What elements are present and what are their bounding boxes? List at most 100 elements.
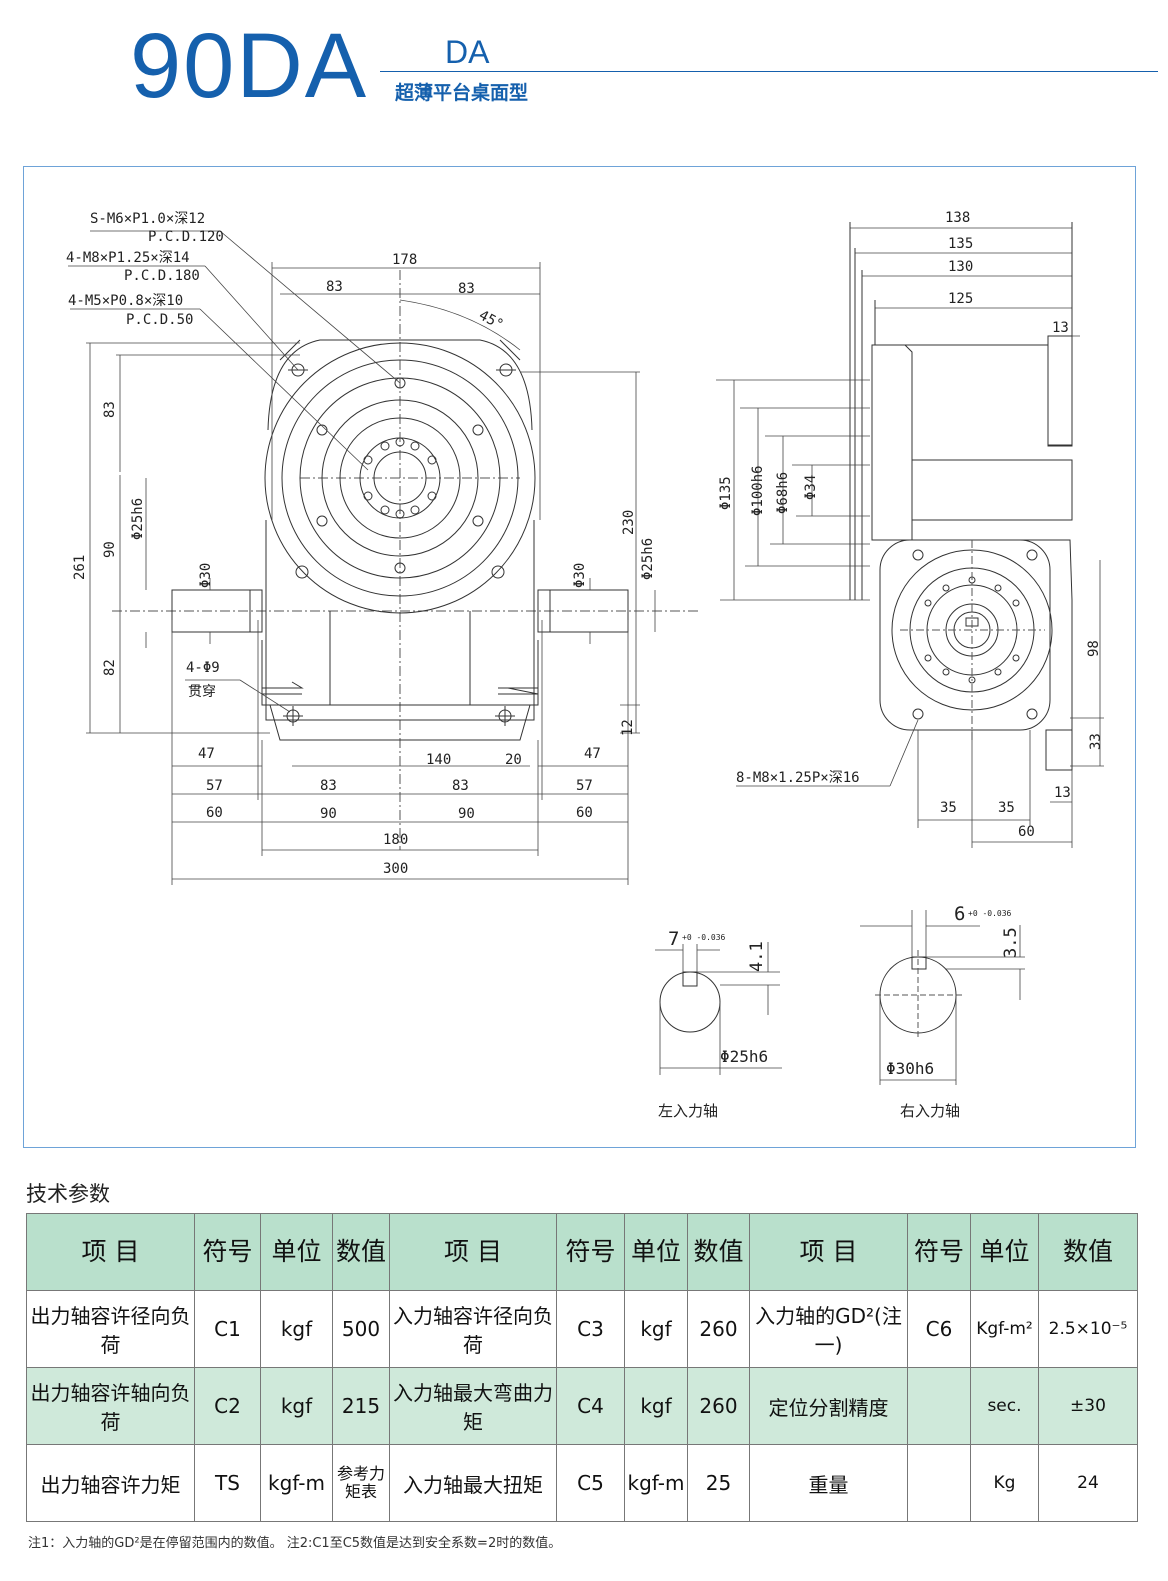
spec-unit: kgf-m (260, 1444, 333, 1522)
right-shaft-label: 右入力轴 (900, 1102, 960, 1120)
dim-90-right: 90 (458, 806, 475, 822)
callout-through: 贯穿 (188, 684, 216, 700)
dim-h83: 83 (102, 401, 118, 418)
spec-value: 260 (687, 1290, 750, 1368)
callout-m5: 4-M5×P0.8×深10 (68, 293, 183, 309)
dim-47-left: 47 (198, 746, 215, 762)
dim-47-right: 47 (584, 746, 601, 762)
spec-unit: Kgf-m² (970, 1290, 1039, 1368)
dim-130: 130 (948, 259, 973, 275)
spec-symbol: C1 (194, 1290, 261, 1368)
dim-138: 138 (945, 210, 970, 226)
series-label: DA (445, 34, 490, 70)
spec-symbol: C4 (556, 1367, 625, 1445)
dim-57-left: 57 (206, 778, 223, 794)
spec-title: 技术参数 (26, 1182, 110, 1206)
table-row: 出力轴容许径向负荷 C1 kgf 500 入力轴容许径向负荷 C3 kgf 26… (26, 1290, 1138, 1368)
front-view: S-M6×P1.0×深12 P.C.D.120 4-M8×P1.25×深14 P… (66, 211, 700, 885)
header-value: 数值 (687, 1213, 750, 1291)
spec-value: 2.5×10⁻⁵ (1038, 1290, 1138, 1368)
spec-item: 入力轴最大扭矩 (389, 1444, 557, 1522)
header-item: 项 目 (389, 1213, 557, 1291)
left-key-depth: 4.1 (747, 941, 767, 972)
header-value: 数值 (332, 1213, 390, 1291)
right-key-tol: +0 -0.036 (968, 909, 1012, 918)
callout-m8: 4-M8×P1.25×深14 (66, 250, 190, 266)
dim-180: 180 (383, 832, 408, 848)
spec-item: 入力轴容许径向负荷 (389, 1290, 557, 1368)
header-symbol: 符号 (556, 1213, 625, 1291)
dim-d25h6-right: Φ25h6 (640, 538, 656, 580)
dim-135: 135 (948, 236, 973, 252)
dim-300: 300 (383, 861, 408, 877)
left-key-tol: +0 -0.036 (682, 933, 726, 942)
dim-h82: 82 (102, 659, 118, 676)
spec-value: 25 (687, 1444, 750, 1522)
header-value: 数值 (1038, 1213, 1138, 1291)
header-item: 项 目 (26, 1213, 195, 1291)
spec-symbol: C5 (556, 1444, 625, 1522)
spec-symbol: C3 (556, 1290, 625, 1368)
spec-item: 入力轴最大弯曲力矩 (389, 1367, 557, 1445)
dim-140: 140 (426, 752, 451, 768)
spec-symbol: C6 (907, 1290, 971, 1368)
header-item: 项 目 (749, 1213, 908, 1291)
dim-178: 178 (392, 252, 417, 268)
model-subtitle: 超薄平台桌面型 (395, 82, 529, 104)
dim-60-right: 60 (576, 805, 593, 821)
table-row: 出力轴容许力矩 TS kgf-m 参考力矩表 入力轴最大扭矩 C5 kgf-m … (26, 1444, 1138, 1522)
spec-symbol: TS (194, 1444, 261, 1522)
callout-s-m6: S-M6×P1.0×深12 (90, 211, 205, 227)
left-shaft-detail: 7 +0 -0.036 4.1 Φ25h6 左入力轴 (655, 928, 782, 1120)
left-key-width: 7 (668, 928, 679, 950)
header-symbol: 符号 (194, 1213, 261, 1291)
dim-d30-left: Φ30 (198, 563, 214, 588)
dim-d30-right: Φ30 (572, 563, 588, 588)
right-shaft-dia: Φ30h6 (886, 1059, 934, 1078)
callout-pcd180: P.C.D.180 (124, 268, 200, 284)
dim-230: 230 (621, 510, 637, 535)
header-unit: 单位 (624, 1213, 688, 1291)
side-view: 138 135 130 125 13 Φ135 Φ100h6 Φ68h6 Φ34… (716, 210, 1104, 848)
dim-13-bottom: 13 (1054, 785, 1071, 801)
dim-83-left: 83 (326, 279, 343, 295)
spec-unit: kgf (260, 1367, 333, 1445)
dim-13-top: 13 (1052, 320, 1069, 336)
footnote: 注1：入力轴的GD²是在停留范围内的数值。 注2:C1至C5数值是达到安全系数=… (28, 1536, 562, 1551)
spec-symbol (907, 1367, 971, 1445)
dim-35-right: 35 (998, 800, 1015, 816)
dim-angle: 45° (476, 307, 506, 333)
right-key-depth: 3.5 (1001, 927, 1021, 958)
right-shaft-detail: 6 +0 -0.036 3.5 Φ30h6 右入力轴 (860, 903, 1025, 1120)
technical-drawing: S-M6×P1.0×深12 P.C.D.120 4-M8×P1.25×深14 P… (66, 210, 1104, 1120)
spec-item: 入力轴的GD²(注一) (749, 1290, 908, 1368)
spec-header-row: 项 目 符号 单位 数值 项 目 符号 单位 数值 项 目 符号 单位 数值 (26, 1213, 1138, 1291)
callout-holes: 4-Φ9 (186, 660, 220, 676)
spec-table: 项 目 符号 单位 数值 项 目 符号 单位 数值 项 目 符号 单位 数值 出… (26, 1213, 1138, 1522)
dim-d25h6-left: Φ25h6 (130, 498, 146, 540)
dim-83-right: 83 (458, 281, 475, 297)
spec-unit: kgf-m (624, 1444, 688, 1522)
spec-unit: sec. (970, 1367, 1039, 1445)
spec-value: ±30 (1038, 1367, 1138, 1445)
header-rule (380, 71, 1158, 72)
callout-pcd120: P.C.D.120 (148, 229, 224, 245)
dim-60-left: 60 (206, 805, 223, 821)
header-unit: 单位 (970, 1213, 1039, 1291)
dim-35-left: 35 (940, 800, 957, 816)
header-symbol: 符号 (907, 1213, 971, 1291)
spec-value: 260 (687, 1367, 750, 1445)
spec-item: 出力轴容许轴向负荷 (26, 1367, 195, 1445)
dim-h90: 90 (102, 541, 118, 558)
spec-unit: Kg (970, 1444, 1039, 1522)
spec-value: 24 (1038, 1444, 1138, 1522)
dim-98: 98 (1086, 640, 1102, 657)
spec-item: 重量 (749, 1444, 908, 1522)
dim-d100h6: Φ100h6 (750, 465, 766, 516)
left-shaft-label: 左入力轴 (658, 1102, 718, 1120)
spec-unit: kgf (624, 1367, 688, 1445)
callout-pcd50: P.C.D.50 (126, 312, 193, 328)
spec-value: 参考力矩表 (332, 1444, 390, 1522)
spec-unit: kgf (624, 1290, 688, 1368)
dim-12: 12 (620, 719, 636, 736)
